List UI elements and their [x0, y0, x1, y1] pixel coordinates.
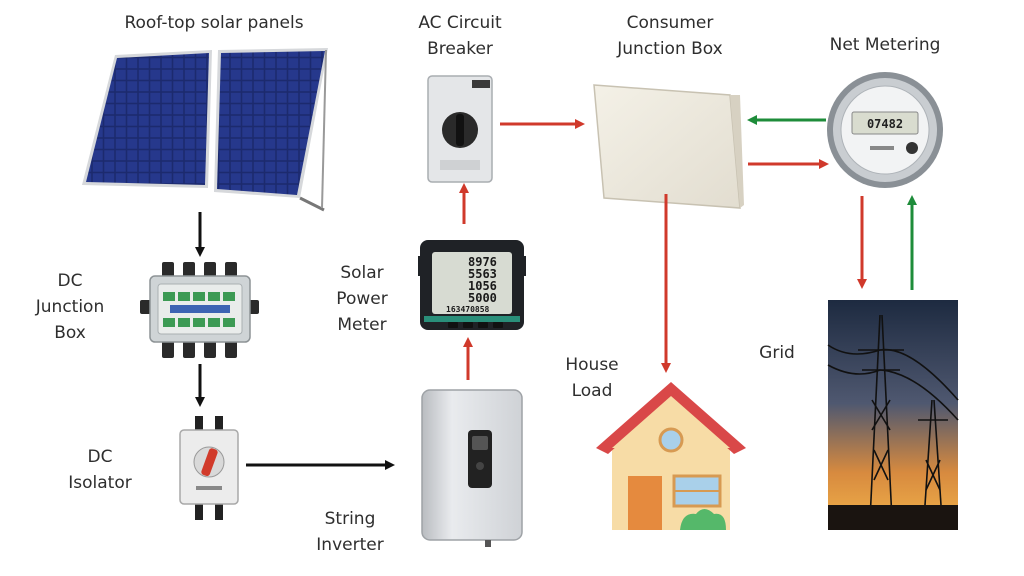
label-line: Junction Box [617, 39, 723, 59]
dc-junction-box-image [140, 262, 259, 358]
meter-readout-line: 163470858 [446, 305, 490, 314]
meter-readout-line: 8976 [468, 255, 497, 269]
label-line: Solar [340, 263, 384, 283]
label-line: Isolator [68, 473, 132, 493]
label-ac-circuit-breaker: AC Circuit Breaker [400, 10, 520, 62]
label-line: House [565, 355, 619, 375]
label-solar-power-meter: Solar Power Meter [322, 260, 402, 338]
string-inverter-image [421, 389, 523, 547]
label-line: Junction [35, 297, 105, 317]
dc-isolator-image [179, 416, 239, 520]
label-line: Roof-top solar panels [124, 13, 304, 33]
label-line: DC [57, 271, 83, 291]
label-line: Box [54, 323, 86, 343]
label-line: Grid [759, 343, 795, 363]
label-line: Inverter [316, 535, 384, 555]
label-string-inverter: String Inverter [300, 506, 400, 558]
net-meter-image: 07482 [827, 72, 943, 188]
grid-tower-image [827, 300, 959, 530]
solar-panels-image [82, 48, 328, 212]
label-line: DC [87, 447, 113, 467]
label-line: Power [336, 289, 388, 309]
label-grid: Grid [742, 340, 812, 366]
label-line: Meter [337, 315, 387, 335]
label-line: Consumer [626, 13, 714, 33]
meter-readout-line: 5000 [468, 291, 497, 305]
label-line: String [324, 509, 376, 529]
consumer-junction-box-image [593, 84, 744, 209]
house-image [596, 382, 746, 530]
meter-readout-line: 5563 [468, 267, 497, 281]
label-line: AC Circuit [418, 13, 502, 33]
label-line: Load [571, 381, 613, 401]
flow-arrows [195, 115, 917, 470]
label-net-metering: Net Metering [810, 32, 960, 58]
label-solar-panels: Roof-top solar panels [104, 10, 324, 36]
label-line: Net Metering [829, 35, 941, 55]
label-line: Breaker [427, 39, 493, 59]
ac-circuit-breaker-image [427, 75, 493, 183]
meter-readout-line: 1056 [468, 279, 497, 293]
label-dc-junction-box: DC Junction Box [20, 268, 120, 346]
label-consumer-junction-box: Consumer Junction Box [600, 10, 740, 62]
label-dc-isolator: DC Isolator [50, 444, 150, 496]
label-house-load: House Load [552, 352, 632, 404]
solar-power-meter-image: 8976 5563 1056 5000 163470858 [418, 240, 526, 330]
net-meter-readout: 07482 [867, 117, 903, 131]
